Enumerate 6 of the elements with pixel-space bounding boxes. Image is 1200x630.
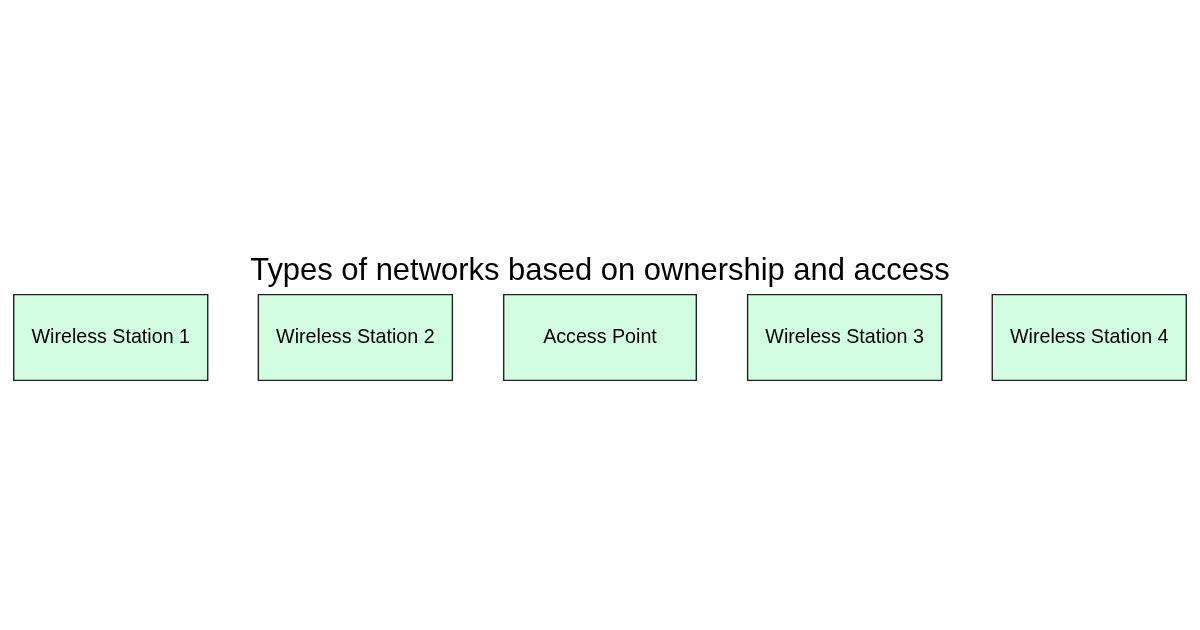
node-box: Wireless Station 4 [991, 293, 1187, 382]
node-box: Access Point [503, 293, 697, 382]
node-box: Wireless Station 1 [13, 293, 209, 382]
diagram-title: Types of networks based on ownership and access [250, 251, 950, 287]
node-box: Wireless Station 3 [746, 293, 943, 382]
node-box: Wireless Station 2 [257, 293, 454, 382]
